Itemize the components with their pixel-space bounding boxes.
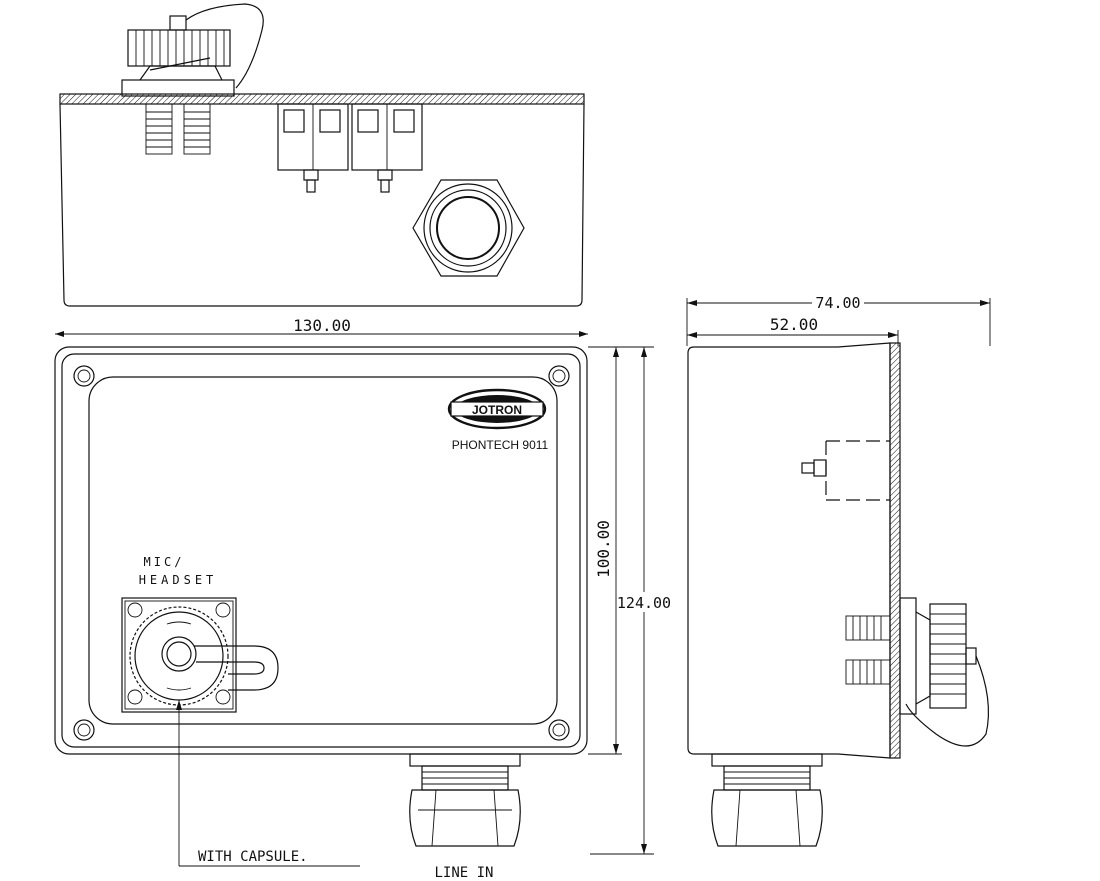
front-view: JOTRON PHONTECH 9011 MIC/ HEADSET	[54, 346, 588, 881]
dim-width-text: 130.00	[293, 316, 351, 335]
dim-width: 130.00	[55, 314, 588, 337]
terminal-blocks	[277, 103, 423, 193]
line-in-gland	[409, 753, 521, 847]
top-view	[59, 3, 585, 307]
dim-heights: 100.00 124.00	[588, 346, 671, 855]
model-text: PHONTECH 9011	[452, 438, 549, 452]
side-depth-dims: 74.00 52.00	[686, 293, 991, 346]
dim-inner-height-text: 100.00	[594, 520, 613, 578]
brand-text: JOTRON	[472, 403, 522, 417]
side-wall-hatch	[889, 342, 901, 759]
mic-label-line1: MIC/	[144, 555, 185, 569]
front-panel	[88, 376, 558, 725]
side-body-outline	[687, 342, 891, 759]
side-cable-gland	[711, 753, 823, 847]
dim-total-height-text: 124.00	[617, 594, 671, 612]
capsule-note: WITH CAPSULE.	[198, 849, 308, 865]
corner-screw-icon	[73, 365, 570, 741]
mic-headset-connector	[121, 597, 279, 713]
side-connector	[845, 597, 990, 747]
dim-depth-body-text: 52.00	[770, 315, 818, 334]
side-view	[687, 342, 990, 847]
top-connector	[121, 3, 264, 155]
top-body-outline	[59, 103, 585, 307]
line-in-label: LINE IN	[434, 865, 493, 881]
side-hidden-terminal	[801, 440, 890, 501]
capsule-leader	[176, 700, 360, 867]
dim-depth-total-text: 74.00	[815, 294, 860, 312]
mic-label-line2: HEADSET	[139, 573, 218, 587]
top-cable-gland	[412, 179, 525, 277]
front-outer	[54, 346, 588, 755]
jotron-logo: JOTRON	[447, 388, 547, 430]
